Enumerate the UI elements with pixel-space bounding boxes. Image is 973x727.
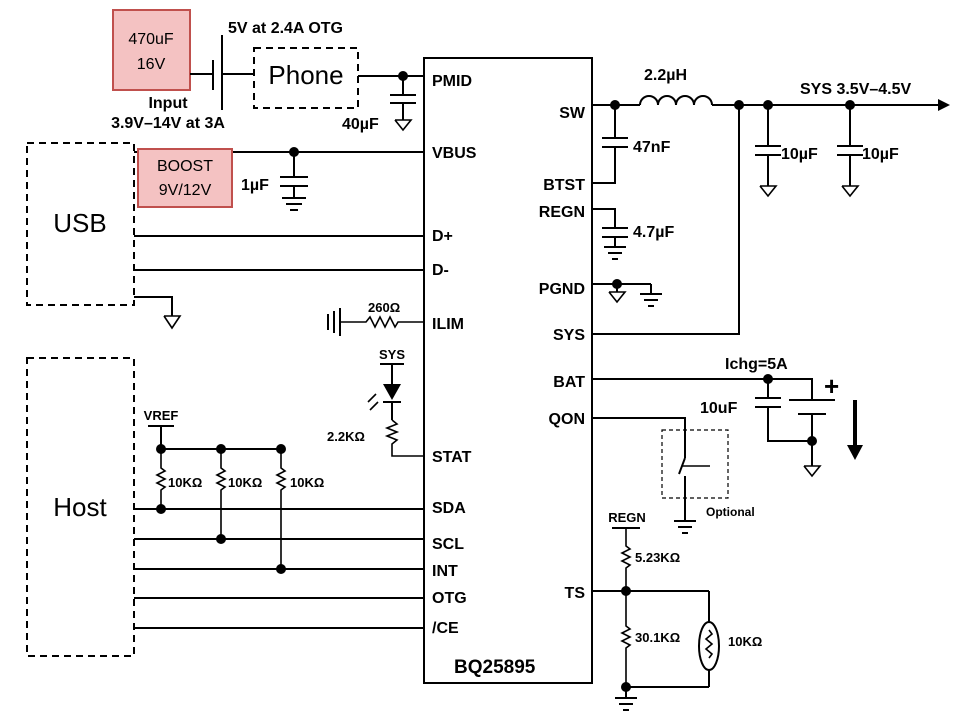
pin-ce: /CE	[432, 620, 459, 637]
ts-ground	[615, 682, 709, 711]
pin-scl: SCL	[432, 536, 464, 553]
pullup-2-label: 10KΩ	[228, 475, 262, 490]
ts-res-2-label: 30.1KΩ	[635, 630, 680, 645]
chip-body	[423, 57, 593, 684]
pullup-1-label: 10KΩ	[168, 475, 202, 490]
battery-plus: +	[824, 371, 839, 401]
sda-node	[156, 504, 166, 514]
pin-vbus: VBUS	[432, 145, 477, 162]
vref-label: VREF	[144, 408, 179, 423]
pullup-resistor-2	[215, 449, 227, 539]
sys-out-arrow	[938, 99, 950, 111]
optional-label: Optional	[706, 505, 755, 519]
pullup-3-label: 10KΩ	[290, 475, 324, 490]
pin-ts: TS	[565, 585, 586, 602]
boost-voltage: 9V/12V	[159, 182, 212, 199]
input-title: Input	[148, 95, 188, 112]
optional-box	[661, 429, 729, 499]
pmid-capacitor	[390, 76, 416, 132]
host-block	[26, 357, 135, 657]
pin-int: INT	[432, 563, 458, 580]
pin-sw: SW	[559, 105, 586, 122]
phone-block	[253, 47, 359, 109]
pin-sda: SDA	[432, 500, 466, 517]
ts-resistor-2	[620, 591, 632, 687]
ilim-ground	[327, 308, 341, 336]
pin-stat: STAT	[432, 449, 472, 466]
inductor-label: 2.2µH	[644, 67, 687, 84]
ts-regn-label: REGN	[608, 510, 646, 525]
pgnd-ground	[592, 279, 662, 307]
sys-capacitor-1	[755, 105, 781, 198]
cap-470uf-note	[112, 9, 191, 91]
int-node	[276, 564, 286, 574]
ilim-resistor	[340, 315, 424, 329]
stat-resistor	[384, 419, 424, 457]
input-range: 3.9V–14V at 3A	[111, 115, 225, 132]
sys-cap-1-label: 10µF	[781, 146, 818, 163]
bat-cap-label: 10uF	[700, 400, 738, 417]
inductor	[639, 95, 713, 106]
sys-out-label: SYS 3.5V–4.5V	[800, 81, 912, 98]
usb-label: USB	[53, 208, 106, 238]
cap-470uf-rating: 16V	[137, 56, 166, 73]
stat-res-label: 2.2KΩ	[327, 429, 365, 444]
pin-otg: OTG	[432, 590, 467, 607]
pin-dminus: D-	[432, 262, 449, 279]
otg-output-label: 5V at 2.4A OTG	[228, 20, 343, 37]
otg-capacitor	[190, 35, 254, 110]
btst-cap-label: 47nF	[633, 139, 671, 156]
pin-btst: BTST	[543, 177, 585, 194]
sys-cap-2-label: 10µF	[862, 146, 899, 163]
usb-ground	[134, 296, 182, 330]
ts-res-1-label: 5.23KΩ	[635, 550, 680, 565]
battery	[789, 399, 835, 478]
pin-pmid: PMID	[432, 73, 472, 90]
charge-direction-arrow	[847, 400, 863, 460]
pin-pgnd: PGND	[539, 281, 585, 298]
qon-wire	[592, 417, 686, 450]
pin-qon: QON	[549, 411, 585, 428]
ichg-label: Ichg=5A	[725, 356, 788, 373]
thermistor	[698, 591, 720, 687]
boost-note	[137, 148, 233, 208]
bat-wire	[592, 378, 813, 400]
vbus-cap-label: 1µF	[241, 177, 269, 194]
regn-capacitor	[592, 208, 628, 260]
sys-capacitor-2	[837, 105, 863, 198]
regn-cap-label: 4.7µF	[633, 224, 674, 241]
pin-sys: SYS	[553, 327, 585, 344]
ts-resistor-1	[620, 528, 632, 591]
pullup-resistor-1	[155, 449, 167, 509]
chip-name: BQ25895	[454, 657, 536, 678]
pin-regn: REGN	[539, 204, 585, 221]
pmid-cap-label: 40µF	[342, 116, 379, 133]
thermistor-label: 10KΩ	[728, 634, 762, 649]
bat-capacitor	[755, 379, 812, 442]
scl-node	[216, 534, 226, 544]
phone-label: Phone	[268, 60, 343, 90]
host-label: Host	[53, 492, 107, 522]
pullup-resistor-3	[275, 449, 287, 569]
sys-feedback-wire	[592, 105, 740, 335]
pin-ilim: ILIM	[432, 316, 464, 333]
ilim-res-label: 260Ω	[368, 300, 400, 315]
usb-block	[26, 142, 135, 306]
qon-pushbutton	[674, 450, 710, 534]
boost-label: BOOST	[157, 158, 213, 175]
pin-bat: BAT	[553, 374, 585, 391]
vbus-capacitor	[280, 152, 308, 211]
pin-dplus: D+	[432, 228, 453, 245]
stat-led	[367, 364, 401, 420]
btst-capacitor	[592, 105, 628, 184]
cap-470uf-value: 470uF	[128, 31, 174, 48]
stat-sys-label: SYS	[379, 347, 405, 362]
